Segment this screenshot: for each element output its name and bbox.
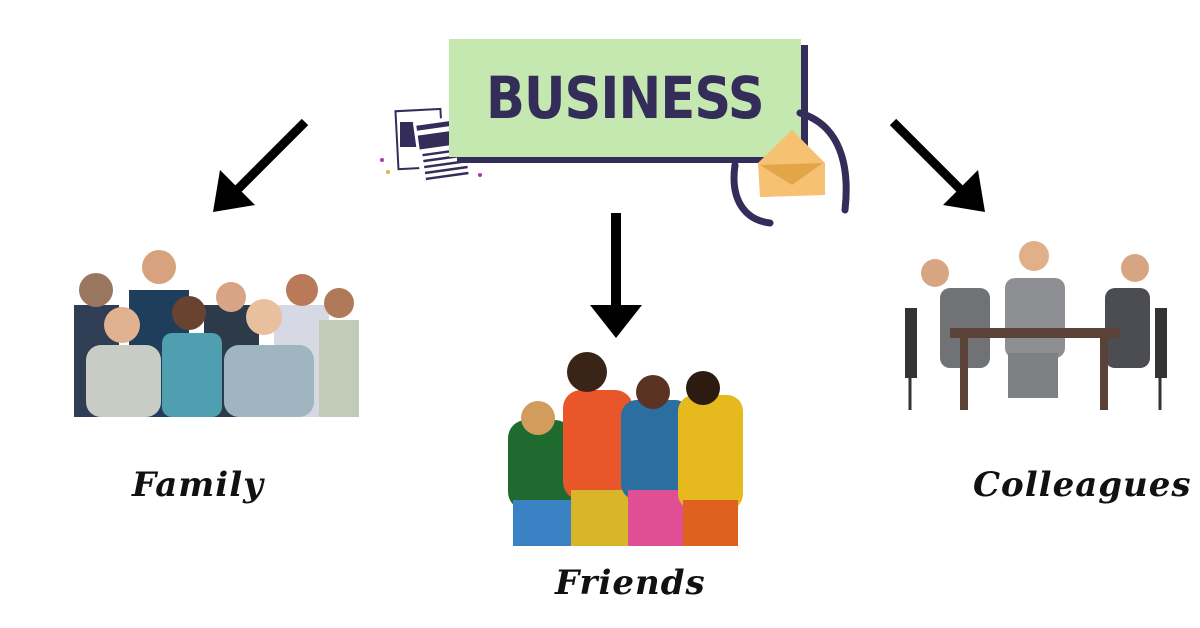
colleagues-label: Colleagues	[973, 465, 1192, 505]
friends-illustration	[508, 352, 743, 546]
colleagues-illustration	[905, 241, 1167, 410]
envelope-icon	[730, 109, 850, 227]
business-title-box: BUSINESS	[449, 39, 801, 157]
business-title: BUSINESS	[486, 64, 765, 132]
arrow-to-family	[213, 118, 309, 212]
friends-label: Friends	[555, 563, 706, 603]
family-illustration	[74, 250, 359, 417]
arrow-to-friends	[590, 213, 642, 338]
family-label: Family	[132, 465, 264, 505]
arrow-to-colleagues	[889, 118, 985, 212]
